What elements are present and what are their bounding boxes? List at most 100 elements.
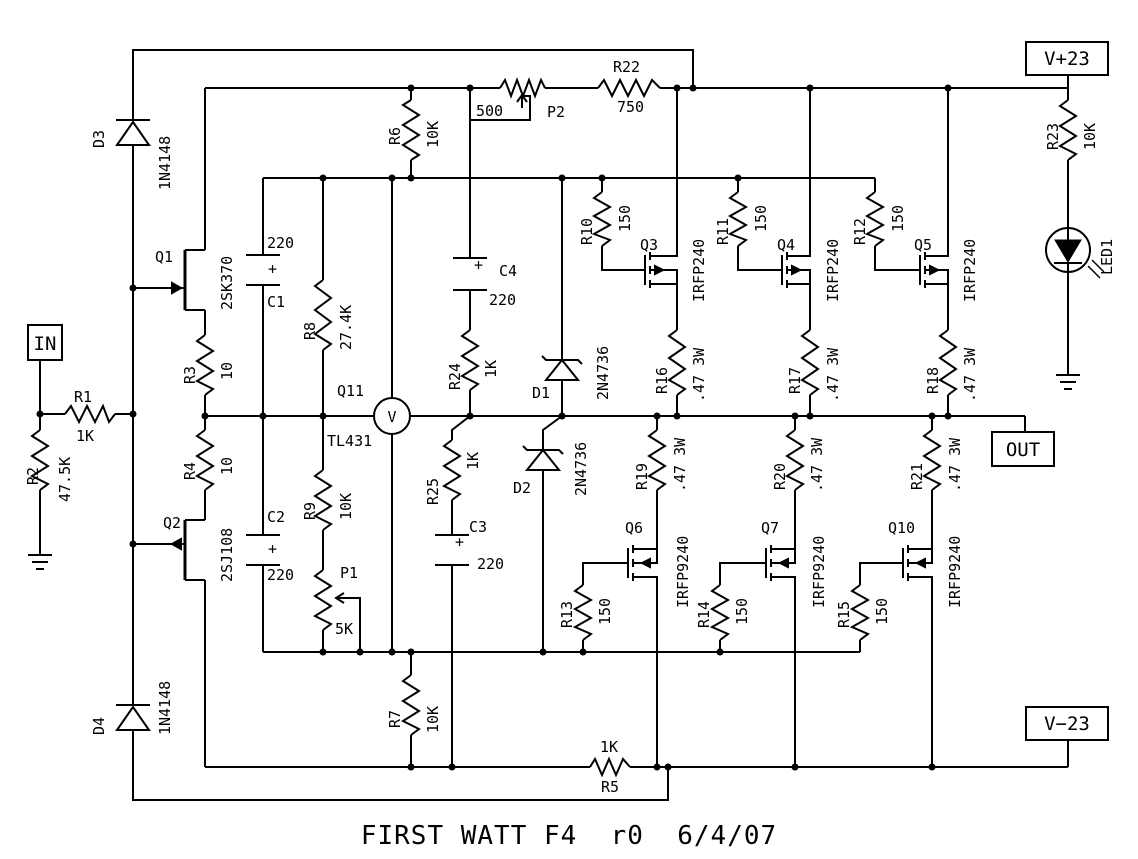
r23-ref: R23 [1044, 123, 1062, 150]
d3-ref: D3 [90, 130, 108, 148]
vplus-port-label: V+23 [1044, 48, 1090, 70]
r16-value: .47 3W [690, 347, 708, 402]
q11-symbol-letter: V [387, 408, 396, 426]
p1-ref: P1 [340, 564, 358, 582]
c3-plus: + [455, 533, 464, 551]
q5-ref: Q5 [914, 236, 932, 254]
ground-icon [28, 554, 52, 570]
q10-symbol [902, 540, 933, 581]
d4-value: 1N4148 [156, 681, 174, 735]
c2-ref: C2 [267, 508, 285, 526]
r21-value: .47 3W [946, 437, 964, 492]
r7-value: 10K [424, 706, 442, 733]
c1-plus: + [268, 260, 277, 278]
c4-ref: C4 [499, 262, 517, 280]
r12-symbol [864, 191, 886, 247]
c2-value: 220 [267, 566, 294, 584]
r10-symbol [591, 191, 613, 247]
r15-value: 150 [873, 598, 891, 625]
r11-value: 150 [752, 205, 770, 232]
c3-value: 220 [477, 555, 504, 573]
d1-ref: D1 [532, 384, 550, 402]
r20-value: .47 3W [808, 437, 826, 492]
q6-ref: Q6 [625, 519, 643, 537]
r1-symbol [64, 403, 116, 425]
r5-value: 1K [600, 738, 618, 756]
r18-value: .47 3W [961, 347, 979, 402]
r2-ref: R2 [24, 467, 42, 485]
c4-symbol [453, 257, 487, 291]
d1-zener-symbol [541, 355, 583, 381]
r2-value: 47.5K [56, 457, 74, 502]
q7-symbol [765, 540, 796, 581]
c2-symbol [246, 534, 280, 566]
c4-plus: + [474, 256, 483, 274]
r25-ref: R25 [424, 478, 442, 505]
in-port-box [27, 324, 63, 361]
r3-value: 10 [218, 362, 236, 380]
d4-ref: D4 [90, 717, 108, 735]
r4-ref: R4 [181, 462, 199, 480]
q7-value: IRFP9240 [810, 536, 828, 608]
r2-symbol [29, 429, 50, 491]
r22-value: 750 [617, 98, 644, 116]
r15-symbol [849, 584, 871, 641]
q10-value: IRFP9240 [946, 536, 964, 608]
r9-value: 10K [337, 493, 355, 520]
r7-symbol [400, 674, 421, 736]
r14-symbol [709, 584, 731, 641]
r17-symbol [800, 329, 820, 396]
r8-value: 27.4K [337, 305, 355, 350]
q6-value: IRFP9240 [674, 536, 692, 608]
r19-value: .47 3W [671, 437, 689, 492]
d3-value: 1N4148 [156, 136, 174, 190]
q1-symbol [171, 249, 205, 311]
p1-wiper-arrow [334, 592, 345, 604]
r6-ref: R6 [386, 127, 404, 145]
r17-value: .47 3W [824, 347, 842, 402]
r6-symbol [401, 99, 421, 161]
diodes [115, 119, 1105, 740]
r18-symbol [938, 329, 958, 396]
r23-value: 10K [1081, 123, 1099, 150]
d2-zener-symbol [522, 445, 564, 471]
r18-ref: R18 [924, 367, 942, 394]
r5-symbol [589, 756, 631, 778]
r16-ref: R16 [653, 367, 671, 394]
q6-symbol [627, 540, 658, 581]
q2-ref: Q2 [163, 514, 181, 532]
r22-symbol [597, 77, 661, 99]
r21-symbol [921, 429, 942, 491]
p1-value: 5K [335, 620, 353, 638]
out-port-box [991, 431, 1055, 467]
wires [39, 49, 1069, 801]
r8-symbol [313, 279, 333, 351]
q1-value: 2SK370 [218, 256, 236, 310]
q5-value: IRFP240 [961, 239, 979, 302]
r11-ref: R11 [714, 218, 732, 245]
capacitors: + + + + [246, 254, 487, 566]
d2-ref: D2 [513, 479, 531, 497]
q4-ref: Q4 [777, 236, 795, 254]
r15-ref: R15 [835, 601, 853, 628]
r1-ref: R1 [74, 388, 92, 406]
q11-symbol [373, 397, 411, 435]
q3-symbol [644, 250, 678, 290]
r20-symbol [784, 429, 805, 491]
p1-symbol [312, 569, 333, 631]
led1-symbol [1045, 227, 1105, 279]
schematic-title: FIRST WATT F4 r0 6/4/07 [361, 821, 777, 851]
vplus-port-box [1025, 41, 1109, 76]
r13-symbol [572, 584, 594, 641]
p2-symbol [499, 77, 546, 99]
r3-ref: R3 [181, 366, 199, 384]
q4-value: IRFP240 [824, 239, 842, 302]
r21-ref: R21 [908, 463, 926, 490]
d4-symbol [115, 704, 151, 740]
r22-ref: R22 [613, 58, 640, 76]
r25-value: 1K [464, 452, 482, 470]
r5-ref: R5 [601, 778, 619, 796]
r24-value: 1K [482, 360, 500, 378]
labels: V Q1 Q2 Q11 TL431 220 C1 C2 220 C3 220 C… [24, 58, 1116, 851]
in-port-label: IN [34, 333, 57, 355]
